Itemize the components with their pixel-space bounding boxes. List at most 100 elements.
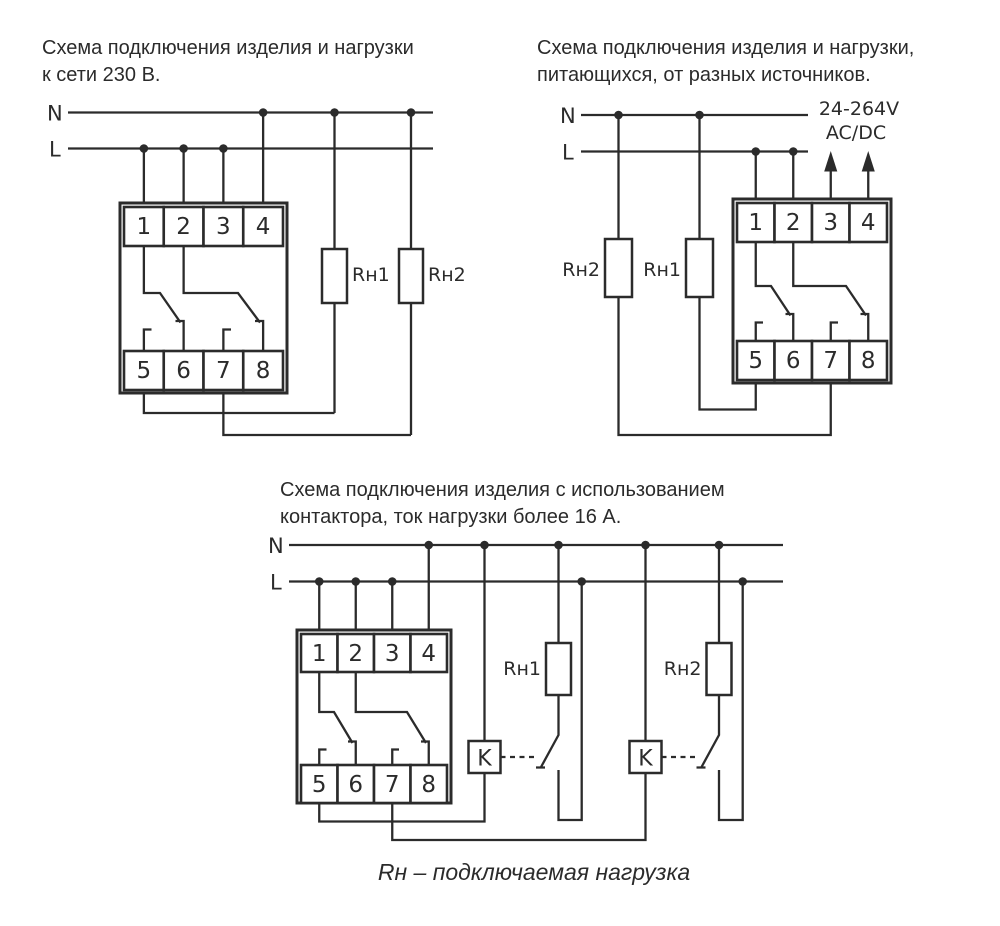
load2-resistor bbox=[705, 641, 733, 697]
relay-contact-1 bbox=[142, 246, 185, 351]
terminal-number: 3 bbox=[216, 214, 231, 240]
terminal-number: 2 bbox=[786, 210, 801, 236]
supply-arrow-wires bbox=[829, 170, 870, 199]
phase-label: L bbox=[49, 138, 61, 162]
load1-label: Rн1 bbox=[503, 658, 541, 680]
terminal-cell-8 bbox=[409, 763, 449, 805]
load2-return-wire bbox=[717, 581, 744, 822]
phase-label: L bbox=[270, 571, 282, 595]
relay-contact-2 bbox=[182, 246, 265, 351]
neutral-label: N bbox=[268, 534, 284, 558]
diagram2-title-line1: Схема подключения изделия и нагрузки, bbox=[537, 37, 915, 59]
neutral-label: N bbox=[47, 102, 63, 126]
supply-type-label: AC/DC bbox=[826, 122, 886, 144]
terminal-cell-8 bbox=[848, 339, 889, 382]
junction-dot bbox=[351, 577, 361, 586]
terminal-number: 5 bbox=[137, 358, 152, 384]
load2-return-wire bbox=[617, 297, 832, 437]
supply-voltage-label: 24-264V bbox=[819, 98, 899, 120]
supply-arrow-icon bbox=[824, 151, 838, 172]
terminal-number: 1 bbox=[137, 214, 152, 240]
contactor2-label: K bbox=[638, 747, 653, 772]
terminal-number: 8 bbox=[861, 348, 876, 374]
relay-contact-2 bbox=[792, 242, 870, 341]
load1-label: Rн1 bbox=[352, 264, 390, 286]
load2-return-wire bbox=[222, 303, 413, 437]
junction-dot bbox=[406, 108, 416, 117]
contactor1-label: K bbox=[477, 747, 492, 772]
terminal-cell-6 bbox=[336, 763, 376, 805]
diagram1-title: Схема подключения изделия и нагрузки к с… bbox=[42, 35, 414, 88]
load2-label: Rн2 bbox=[428, 264, 466, 286]
legend-caption: Rн – подключаемая нагрузка bbox=[377, 859, 691, 885]
terminal-number: 6 bbox=[176, 358, 191, 384]
terminal-number: 4 bbox=[421, 641, 436, 667]
load2-resistor bbox=[397, 247, 425, 305]
relay-contact-1 bbox=[318, 672, 357, 765]
load2-label: Rн2 bbox=[562, 259, 600, 281]
terminal-number: 4 bbox=[861, 210, 876, 236]
terminal-feed-wires bbox=[142, 112, 265, 203]
contactor2-main-contact bbox=[696, 695, 721, 769]
junction-dot bbox=[387, 577, 397, 586]
terminal-number: 7 bbox=[385, 772, 400, 798]
terminal-cell-4 bbox=[848, 201, 889, 244]
diagram1-title-line2: к сети 230 В. bbox=[42, 63, 161, 86]
load1-label: Rн1 bbox=[643, 259, 681, 281]
diagram3-title-line1: Схема подключения изделия с использовани… bbox=[280, 479, 725, 501]
terminal-number: 1 bbox=[748, 210, 763, 236]
junction-dot bbox=[314, 577, 324, 586]
load2-resistor bbox=[603, 237, 634, 299]
load1-resistor bbox=[320, 247, 349, 305]
terminal-feed-wires bbox=[754, 151, 795, 199]
diagram1-title-line1: Схема подключения изделия и нагрузки bbox=[42, 37, 414, 59]
terminal-cell-6 bbox=[162, 349, 205, 392]
contactor1-main-contact bbox=[536, 695, 560, 769]
diagram2-title-line2: питающихся, от разных источников. bbox=[537, 63, 871, 86]
diagram2-title: Схема подключения изделия и нагрузки, пи… bbox=[537, 35, 914, 88]
phase-label: L bbox=[562, 141, 574, 165]
terminal-number: 3 bbox=[385, 641, 400, 667]
junction-dot bbox=[139, 144, 149, 153]
terminal-number: 8 bbox=[256, 358, 271, 384]
diagram3-title: Схема подключения изделия с использовани… bbox=[280, 477, 725, 530]
load-feed-wires bbox=[333, 112, 413, 249]
load1-resistor bbox=[684, 237, 715, 299]
junction-dot bbox=[424, 540, 434, 550]
contactor2-coil-return bbox=[391, 773, 647, 842]
terminal-number: 6 bbox=[786, 348, 801, 374]
load1-return-wire bbox=[698, 297, 757, 411]
load1-resistor bbox=[544, 641, 573, 697]
junction-dot bbox=[751, 147, 761, 156]
terminal-number: 3 bbox=[823, 210, 838, 236]
load-feed-wires bbox=[617, 115, 701, 239]
terminal-number: 7 bbox=[216, 358, 231, 384]
contactor1-coil-return bbox=[318, 773, 486, 823]
terminal-number: 4 bbox=[256, 214, 271, 240]
terminal-number: 7 bbox=[823, 348, 838, 374]
load1-return-wire bbox=[142, 303, 336, 415]
terminal-number: 1 bbox=[312, 641, 327, 667]
terminal-cell-1 bbox=[735, 201, 776, 244]
terminal-number: 8 bbox=[421, 772, 436, 798]
terminal-number: 6 bbox=[348, 772, 363, 798]
junction-dot bbox=[179, 144, 188, 153]
relay-contact-1 bbox=[754, 242, 795, 341]
terminal-number: 5 bbox=[748, 348, 763, 374]
terminal-number: 5 bbox=[312, 772, 327, 798]
load2-label: Rн2 bbox=[664, 658, 702, 680]
diagram3-schematic: N L 1 2 3 4 5 6 bbox=[268, 534, 783, 842]
diagram3-title-line2: контактора, ток нагрузки более 16 А. bbox=[280, 505, 622, 528]
relay-contact-2 bbox=[354, 672, 430, 765]
terminal-cell-4 bbox=[241, 205, 285, 248]
terminal-number: 2 bbox=[348, 641, 363, 667]
junction-dot bbox=[258, 108, 268, 117]
diagram2-schematic: N L 24-264V AC/DC 1 2 3 4 5 bbox=[560, 98, 899, 437]
junction-dot bbox=[330, 108, 339, 117]
terminal-cell-4 bbox=[409, 632, 449, 674]
load1-return-wire bbox=[557, 581, 583, 822]
neutral-label: N bbox=[560, 104, 576, 128]
junction-dot bbox=[788, 147, 798, 156]
